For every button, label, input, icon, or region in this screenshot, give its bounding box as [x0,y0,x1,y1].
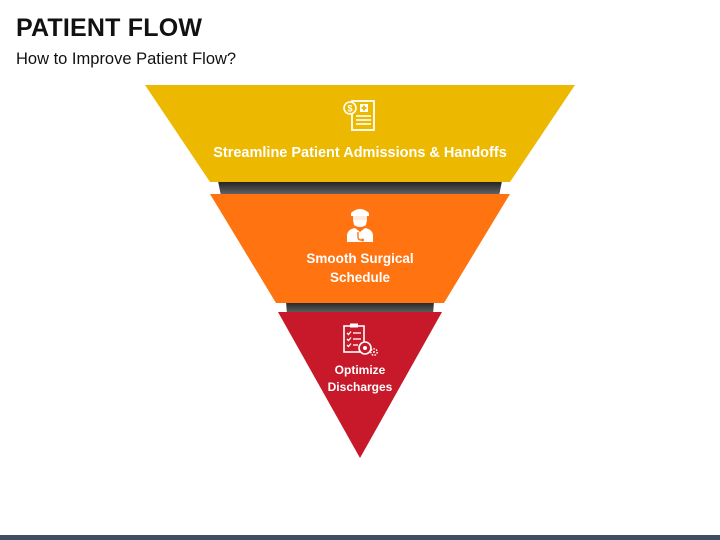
stage-3-shape[interactable] [278,312,442,458]
stage-1-label: Streamline Patient Admissions & Handoffs [213,145,507,161]
stage-3-label: Optimize Discharges [327,363,393,394]
surgeon-icon [347,209,373,242]
stage-1-shape[interactable] [145,85,575,182]
connector-1 [218,181,502,196]
page-subtitle: How to Improve Patient Flow? [16,50,237,68]
svg-text:$: $ [347,104,352,114]
connector-2 [286,301,434,315]
page-title: PATIENT FLOW [16,14,203,42]
stage-2-label: Smooth Surgical Schedule [306,251,414,285]
stage-2-shape[interactable] [210,194,510,303]
billing-document-icon: $ [343,100,375,131]
checklist-icon [343,323,378,356]
footer-bar [0,535,720,540]
